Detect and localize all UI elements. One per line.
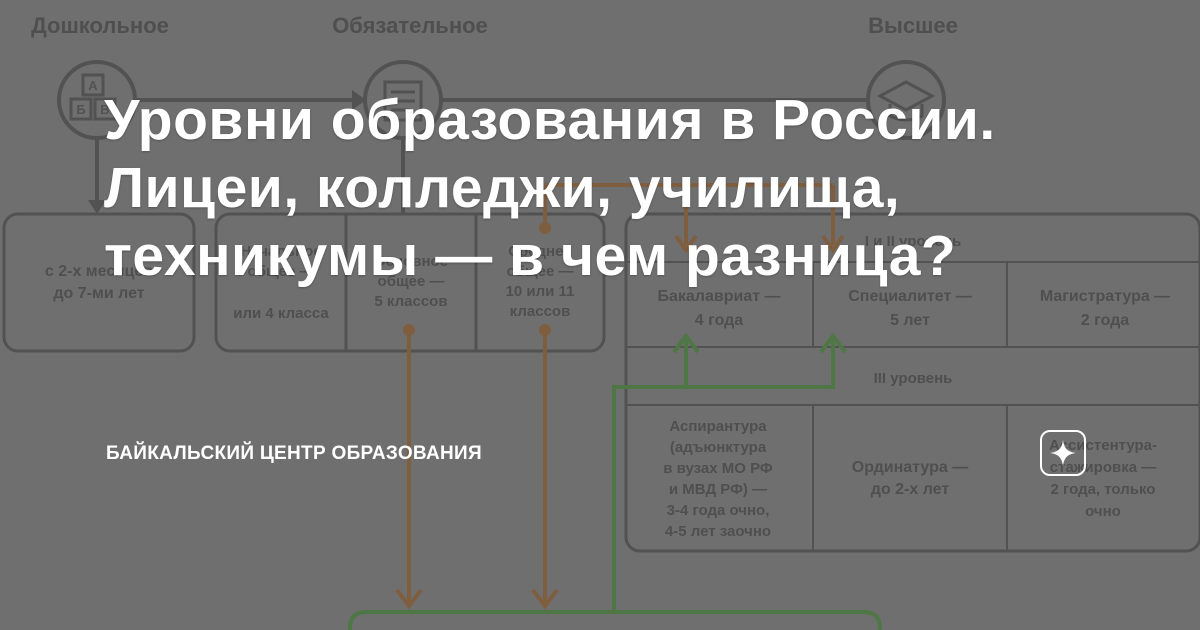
title-line-2: Лицеи, колледжи, училища, (104, 156, 901, 220)
assistantship-line-4: очно (1085, 503, 1121, 520)
arrow-head-compulsory (352, 90, 366, 110)
secondary-line-3: 10 или 11 (506, 283, 575, 300)
postgrad-line-4: и МВД РФ) — (669, 481, 767, 498)
source-name: БАЙКАЛЬСКИЙ ЦЕНТР ОБРАЗОВАНИЯ (106, 443, 482, 464)
levels-1-2-label: I и II уровень (865, 233, 961, 250)
secondary-line-4: классов (510, 303, 571, 320)
specialist-line-2: 5 лет (890, 312, 930, 329)
title-line-3: техникумы — в чем разница? (104, 224, 957, 288)
preschool-box (2, 212, 196, 353)
primary-line-3: или 4 класса (233, 305, 329, 322)
sparkle-icon[interactable] (1040, 430, 1086, 476)
page-title: Уровни образования в России. Лицеи, колл… (104, 86, 1164, 290)
higher-box (624, 212, 1200, 553)
arrow-head-preschool-down (88, 200, 106, 214)
abc-block-a: А (88, 78, 98, 93)
bachelor-line-1: Бакалавриат — (658, 288, 781, 305)
column-heading-compulsory: Обязательное (332, 13, 488, 38)
orange-connectors (395, 183, 845, 610)
column-heading-higher: Высшее (868, 13, 958, 38)
primary-line-2: общее — (248, 263, 315, 280)
master-line-2: 2 года (1081, 312, 1130, 329)
green-connectors (348, 332, 882, 630)
master-line-1: Магистратура — (1040, 288, 1170, 305)
basic-line-2: общее — (378, 273, 445, 290)
basic-line-1: Основное (374, 253, 448, 270)
basic-line-3: 5 классов (374, 293, 447, 310)
preschool-line-1: с 2-х месяцев (45, 263, 153, 280)
assistantship-line-3: 2 года, только (1051, 481, 1156, 498)
column-heading-preschool: Дошкольное (31, 13, 169, 38)
secondary-line-1: Среднее (508, 243, 572, 260)
assistantship-line-1: Ассистентура- (1049, 437, 1157, 454)
abc-block-v: В (100, 102, 109, 117)
residency-line-1: Ординатура — (852, 459, 968, 476)
secondary-line-2: общее — (507, 263, 574, 280)
specialist-line-1: Специалитет — (848, 288, 972, 305)
postgrad-line-3: в вузах МО РФ (663, 460, 773, 477)
level-3-label: III уровень (874, 370, 953, 387)
preschool-line-2: до 7-ми лет (53, 285, 144, 302)
postgrad-line-2: (адъюнктура (670, 439, 767, 456)
postgrad-line-5: 3-4 года очно, (667, 502, 770, 519)
postgrad-line-1: Аспирантура (669, 418, 767, 435)
bachelor-line-2: 4 года (695, 312, 744, 329)
postgrad-line-6: 4-5 лет заочно (665, 523, 771, 540)
abc-block-b: Б (76, 102, 85, 117)
title-line-1: Уровни образования в России. (104, 88, 996, 152)
primary-line-1: Начальное (240, 243, 321, 260)
residency-line-2: до 2-х лет (871, 481, 950, 498)
